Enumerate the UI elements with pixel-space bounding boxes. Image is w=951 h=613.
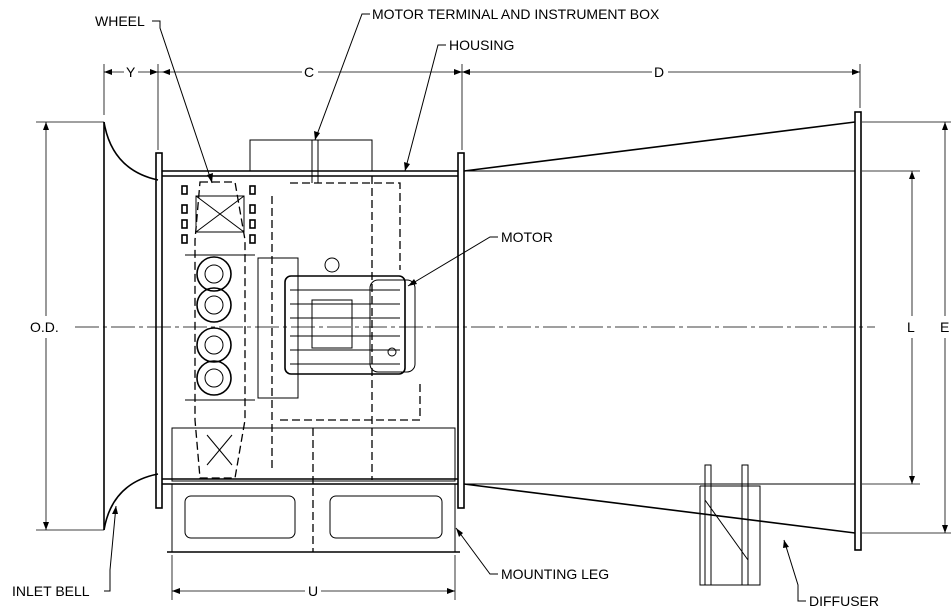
motor-terminal-box: [249, 139, 373, 183]
dimension-y-label: Y: [126, 64, 136, 80]
bolt-holes: [181, 185, 256, 244]
dimension-lines: [36, 64, 951, 600]
dimension-e-label: E: [940, 319, 949, 335]
dimension-u-label: U: [308, 583, 318, 599]
inlet-bell: [103, 121, 159, 531]
mounting-leg-label: MOUNTING LEG: [501, 566, 609, 582]
diffuser-label: DIFFUSER: [809, 593, 879, 609]
wheel-label: WHEEL: [95, 13, 145, 29]
inlet-bell-label: INLET BELL: [12, 583, 90, 599]
housing: [155, 152, 465, 509]
motor-label: MOTOR: [501, 229, 553, 245]
motor: [257, 176, 421, 480]
mounting-leg: [167, 427, 460, 553]
motor-box-label: MOTOR TERMINAL AND INSTRUMENT BOX: [372, 6, 660, 22]
wheel: [181, 181, 256, 479]
dimension-od-label: O.D.: [30, 319, 59, 335]
leader-lines: [104, 13, 806, 602]
dimension-l-label: L: [907, 319, 915, 335]
dimension-c-label: C: [304, 64, 314, 80]
dimension-d-label: D: [654, 64, 664, 80]
housing-label: HOUSING: [449, 37, 514, 53]
diffuser: [463, 111, 862, 586]
